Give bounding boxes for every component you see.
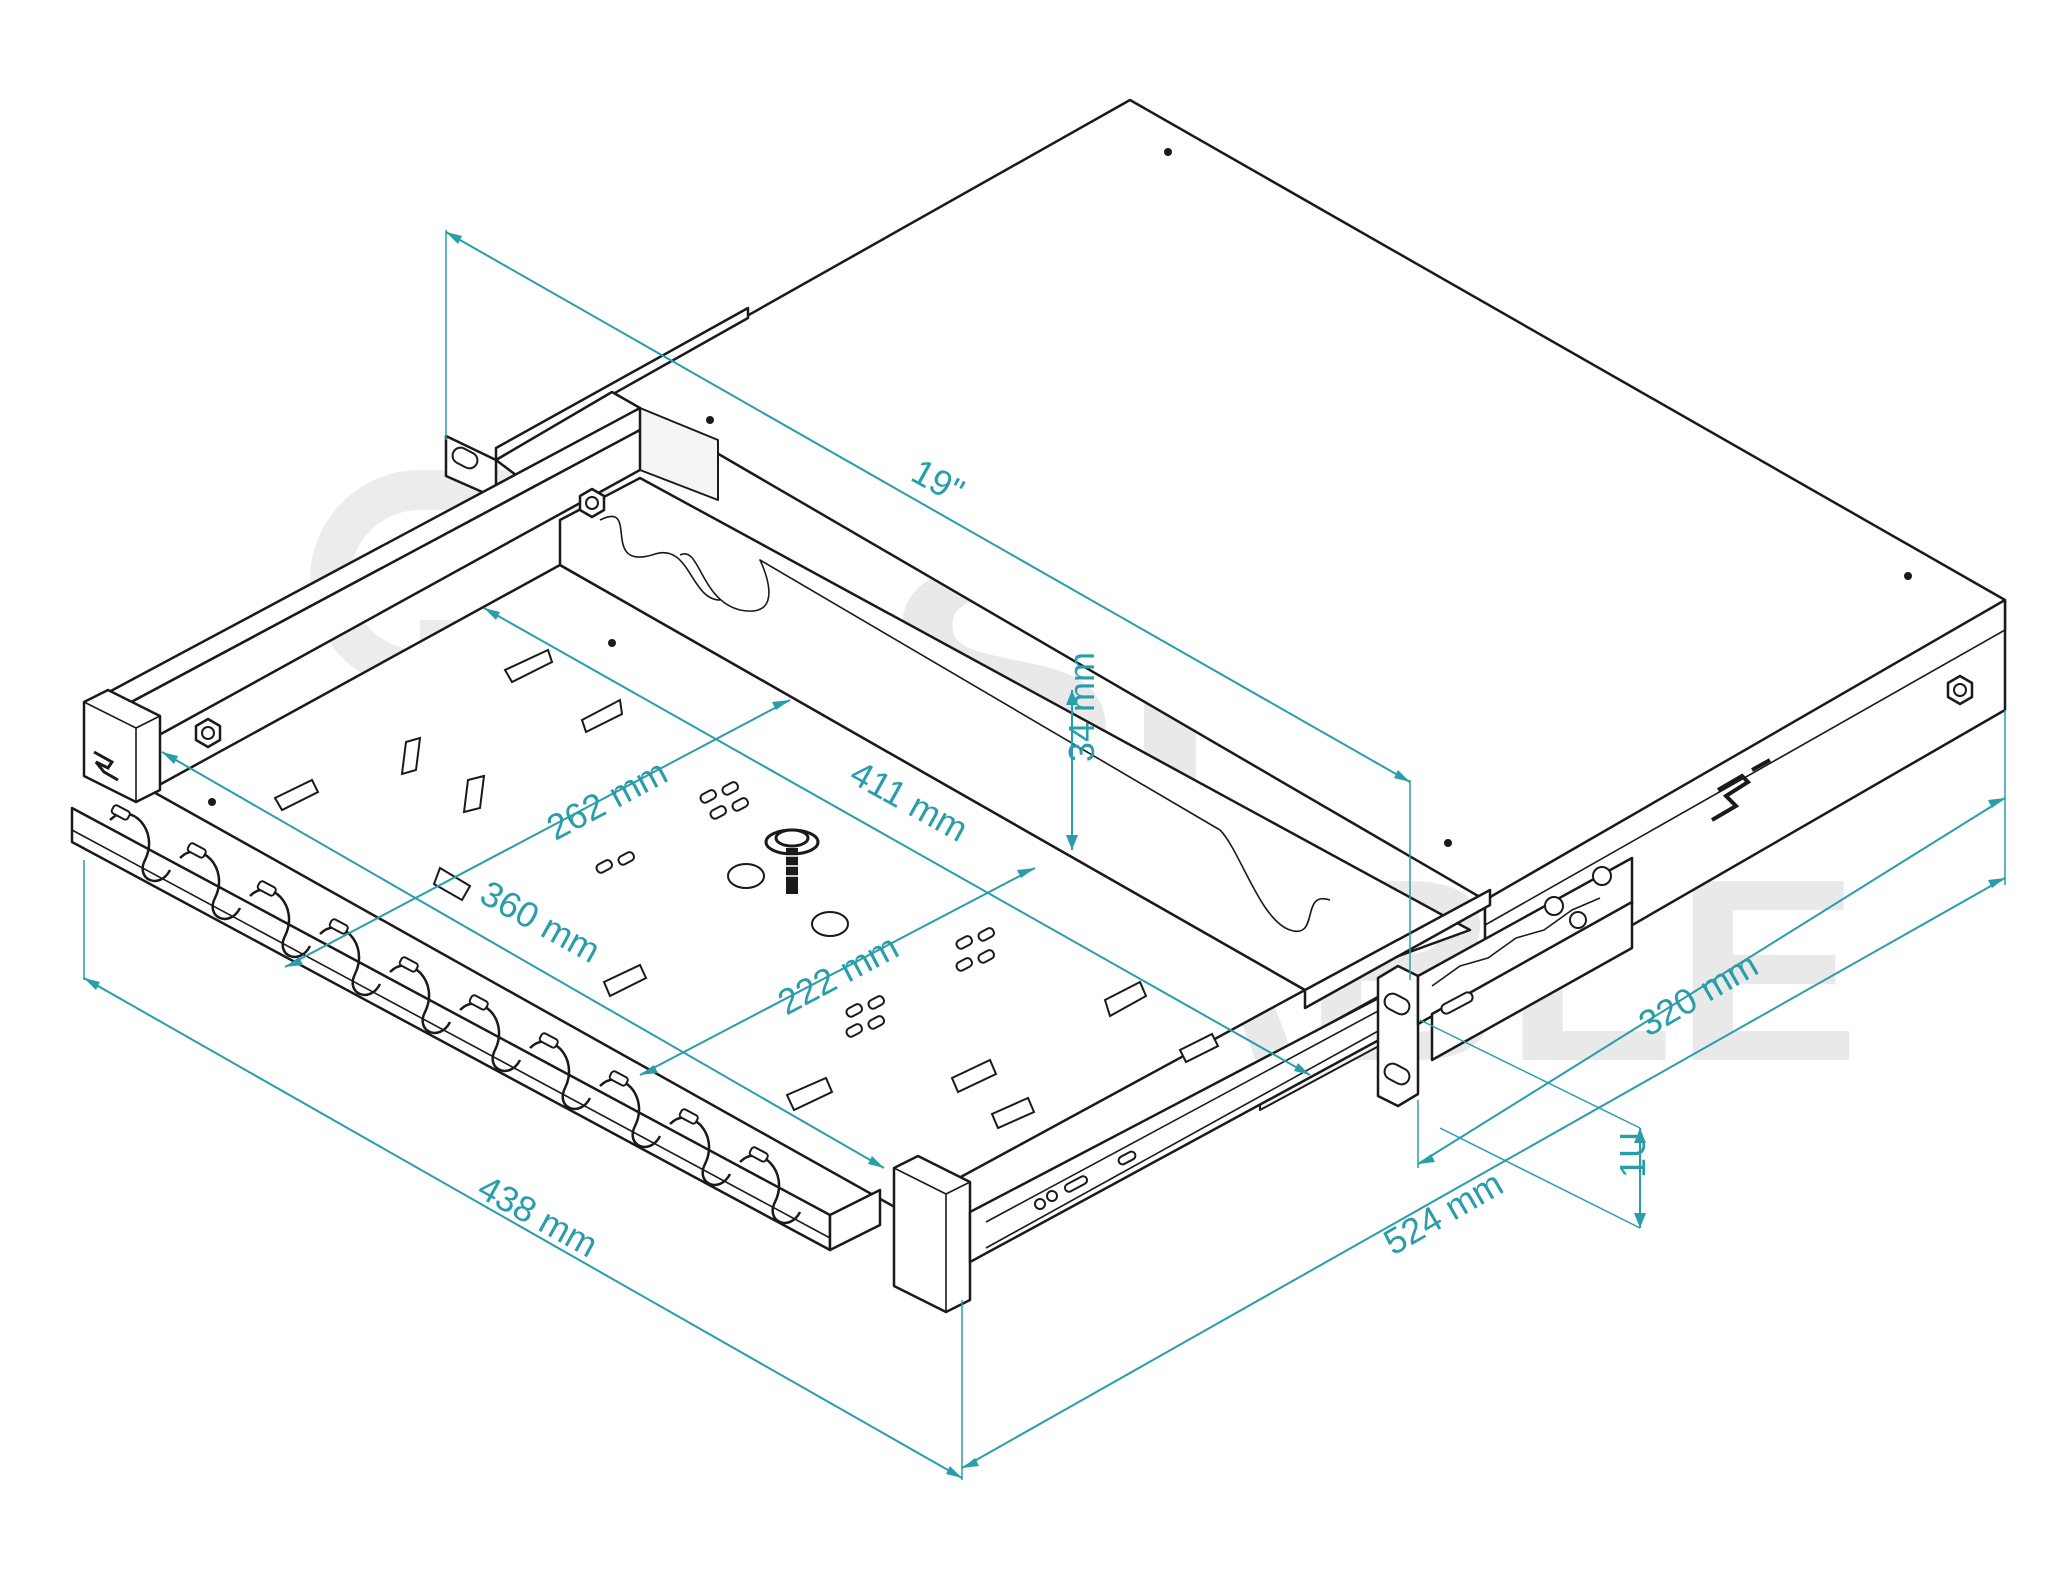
- dim-line-360: [161, 751, 885, 1169]
- front-cable-guide: [70, 804, 882, 1252]
- dim-line-411: [483, 607, 1311, 1076]
- cable-cutout: [679, 553, 1221, 831]
- nut-icon: [578, 487, 606, 519]
- sf-logo-icon: [93, 750, 119, 782]
- splice-tabs: [273, 648, 1220, 1130]
- floor-slots: [595, 781, 996, 1038]
- right-rack-ear: [1376, 964, 1420, 1108]
- right-front-cap: [892, 1154, 972, 1314]
- dim-label-34: 34 mm: [1061, 652, 1102, 762]
- sf-logo-icon: [1710, 758, 1771, 822]
- lid-screw: [1904, 572, 1912, 580]
- lid-screw: [1164, 148, 1172, 156]
- right-mount: [1376, 856, 1634, 1108]
- dim-line-438: [83, 977, 963, 1479]
- dim-label-1u: 1U: [1612, 1132, 1653, 1178]
- left-rail: [92, 306, 750, 792]
- lid-screw: [706, 416, 714, 424]
- dim-line-222: [639, 867, 1036, 1076]
- floor-screw: [608, 639, 616, 647]
- slide-chain: [1431, 897, 1601, 987]
- floor-screw: [208, 798, 216, 806]
- dim-label-524: 524 mm: [1377, 1162, 1510, 1263]
- front-end-caps: [82, 688, 1392, 1314]
- nut-icon: [1946, 674, 1974, 706]
- dim-line-19in: [445, 231, 1411, 783]
- nut-icon: [194, 717, 222, 749]
- dim-label-438: 438 mm: [471, 1166, 605, 1265]
- dim-line-320: [1417, 797, 2006, 1165]
- dim-line-262: [284, 699, 791, 968]
- lid-screw: [1444, 839, 1452, 847]
- cable-cutout: [599, 515, 721, 601]
- dim-line-524: [961, 877, 2006, 1469]
- left-front-cap: [82, 688, 162, 804]
- lock-screw-icon: [764, 828, 820, 894]
